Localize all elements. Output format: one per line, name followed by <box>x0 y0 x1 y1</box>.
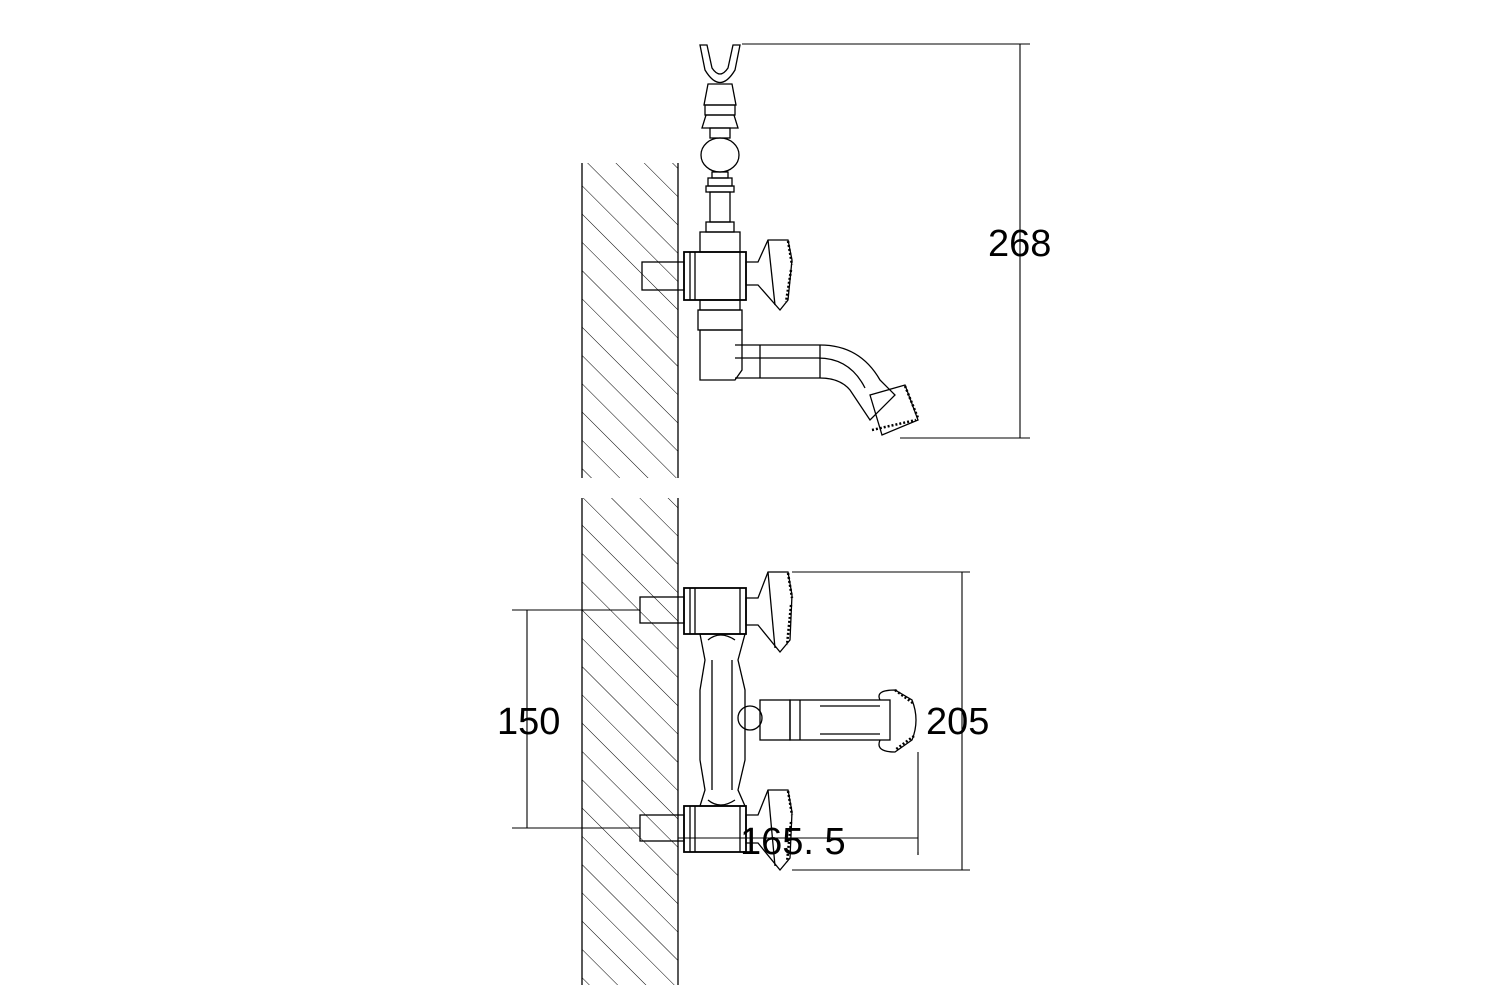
wall-section-bottom <box>582 498 678 985</box>
dimension-overall-height: 268 <box>742 43 1051 439</box>
side-view: 268 <box>581 43 1051 478</box>
plan-view: 150 205 165. 5 <box>497 498 989 985</box>
dimension-valve-spacing: 150 <box>497 609 640 829</box>
spout-side <box>735 344 920 436</box>
mixer-body <box>699 633 763 807</box>
spout-plan <box>759 688 917 753</box>
dimension-projection: 165. 5 <box>678 752 919 863</box>
hand-shower-holder <box>699 44 741 233</box>
valve-lower <box>639 789 794 872</box>
dimension-label-165-5: 165. 5 <box>740 821 846 863</box>
valve-handle-side <box>745 239 794 312</box>
dimension-label-150: 150 <box>497 701 560 743</box>
dimension-label-268: 268 <box>988 223 1051 265</box>
dimension-handle-span: 205 <box>792 571 989 871</box>
wall-section-top <box>582 163 678 478</box>
dimension-label-205: 205 <box>926 701 989 743</box>
